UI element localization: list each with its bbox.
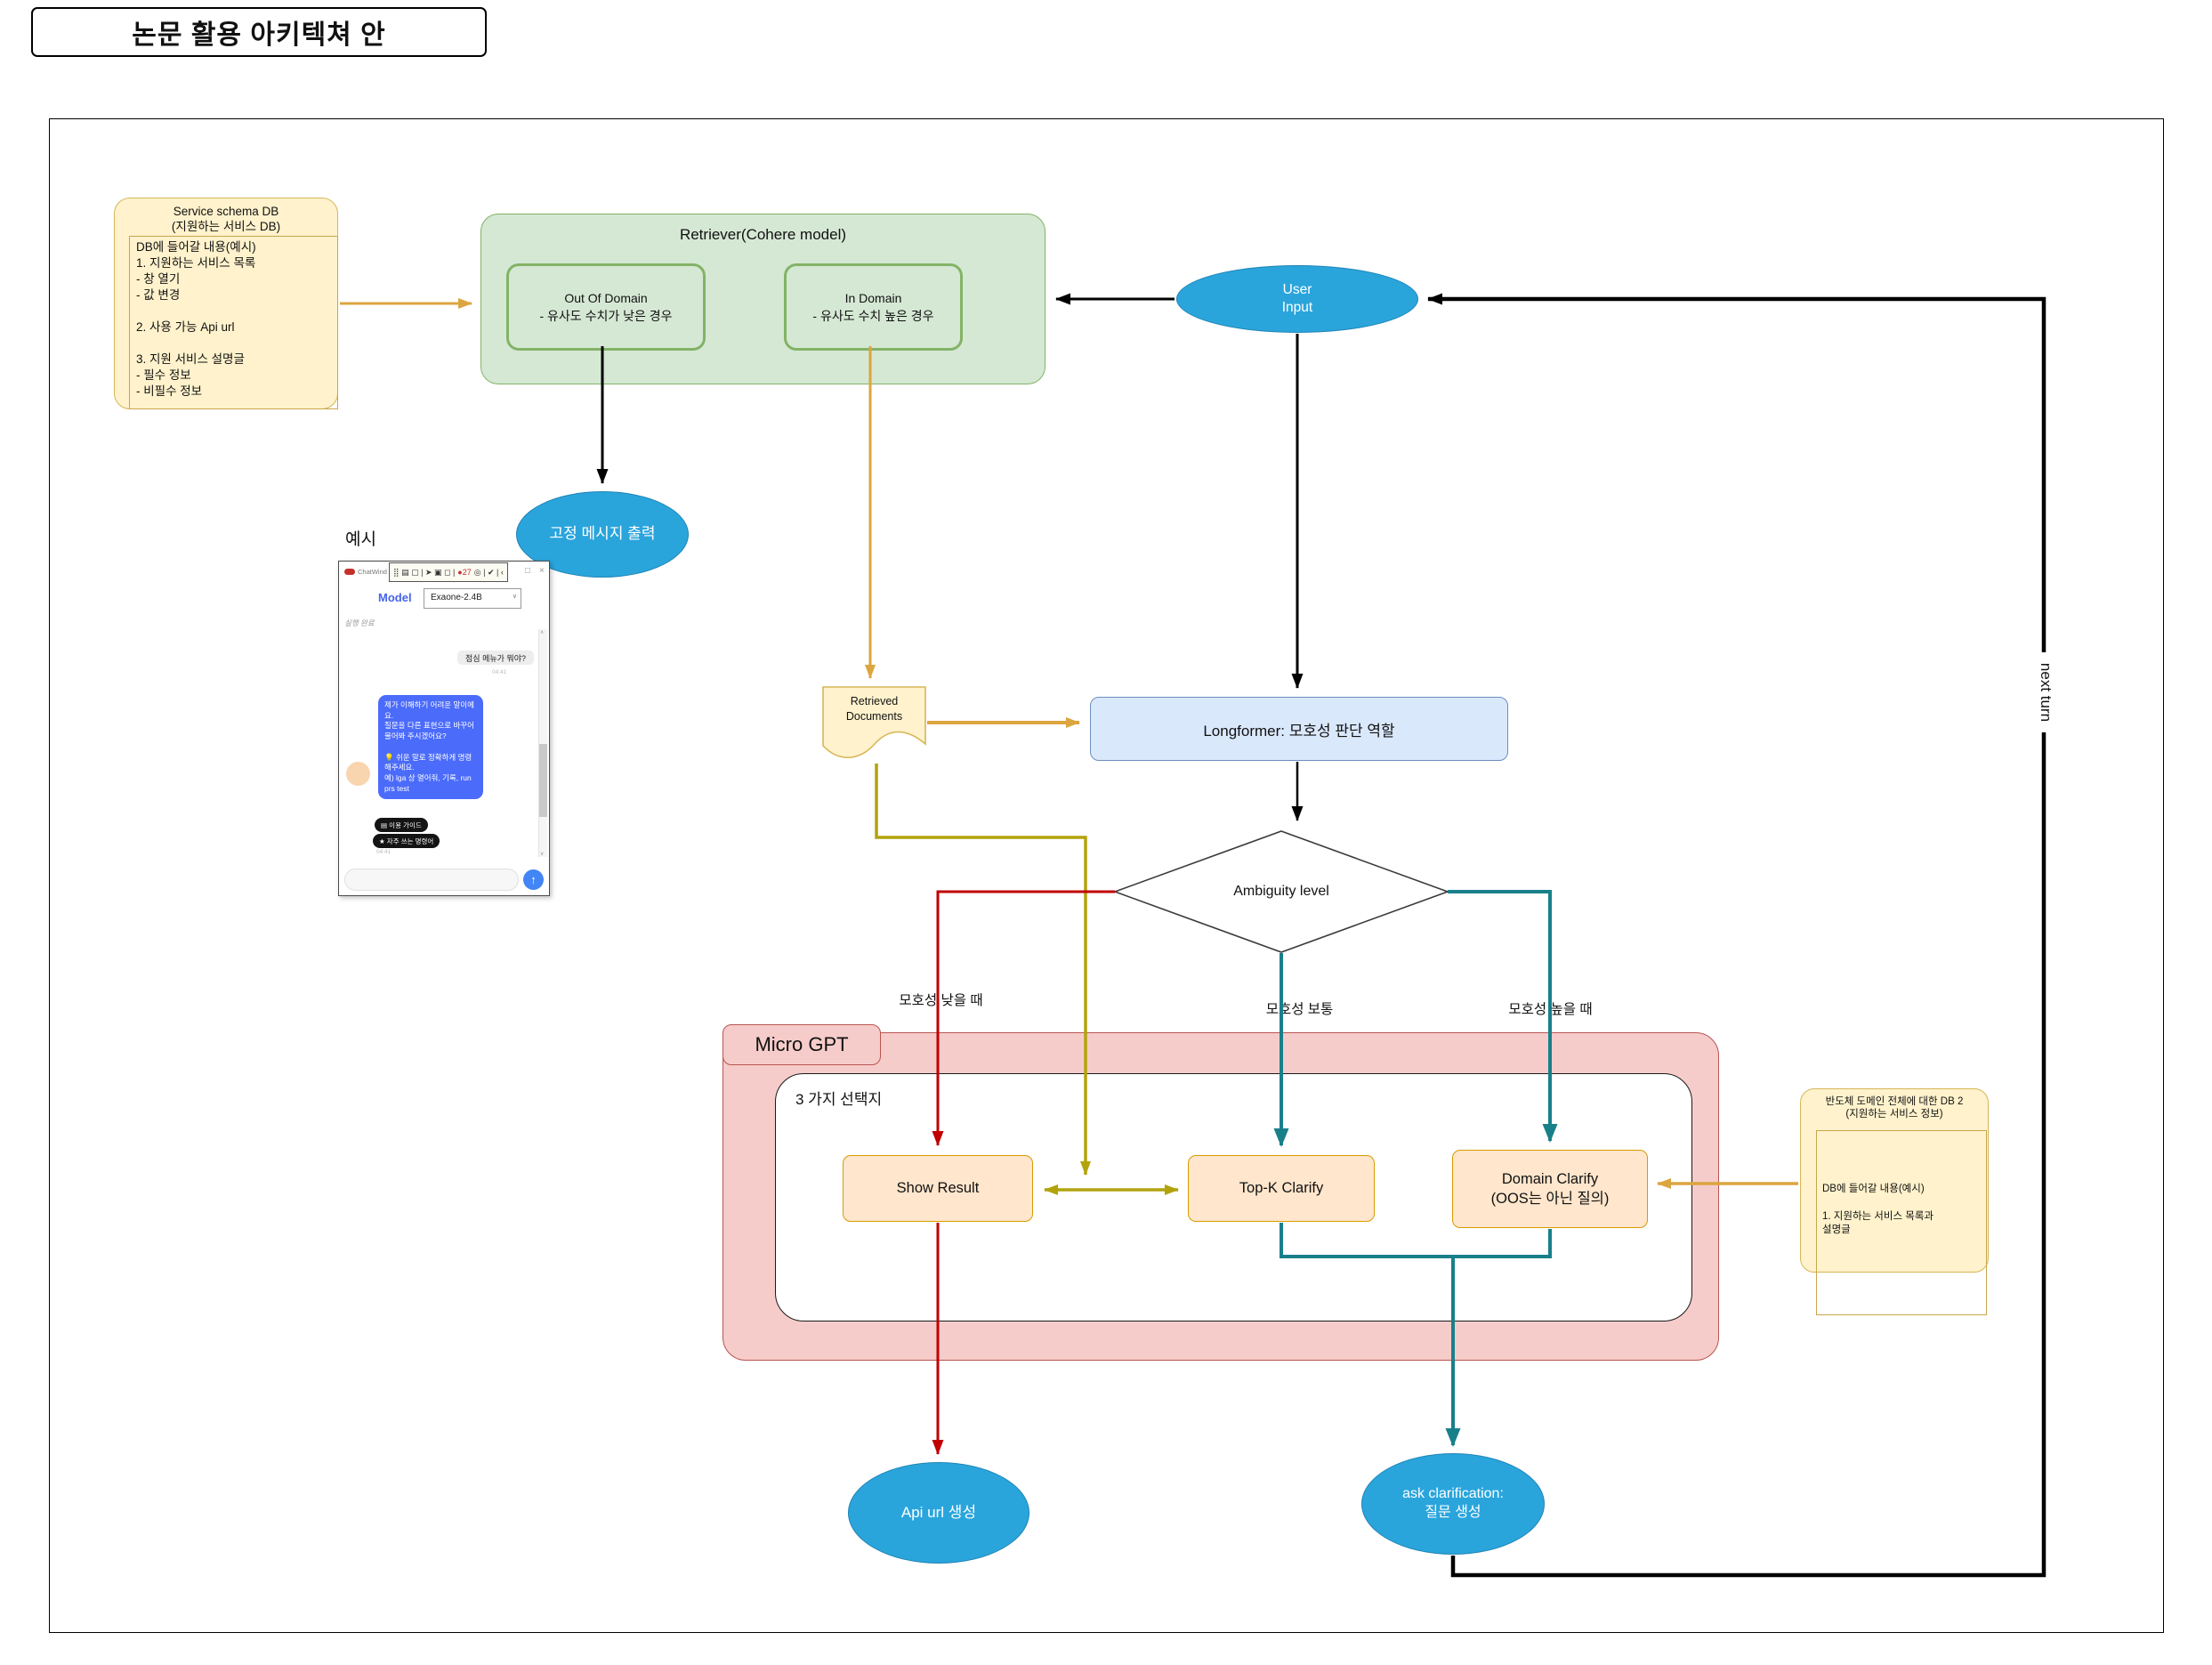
retriever-node: Retriever(Cohere model) Out Of Domain - …	[480, 214, 1045, 384]
db2-title: 반도체 도메인 전체에 대한 DB 2 (지원하는 서비스 정보)	[1825, 1096, 1964, 1120]
show-result-node: Show Result	[843, 1155, 1033, 1222]
chat-scrollbar[interactable]: ∧ ∨	[538, 629, 547, 857]
model-dropdown-value: Exaone-2.4B	[431, 593, 482, 602]
api-url-node: Api url 생성	[848, 1462, 1029, 1564]
chat-message-input[interactable]	[344, 869, 519, 891]
chat-send-button[interactable]: ↑	[523, 869, 544, 890]
model-dropdown[interactable]: Exaone-2.4B ∨	[424, 588, 521, 609]
micro-gpt-label: Micro GPT	[723, 1024, 881, 1065]
page-title: 논문 활용 아키텍쳐 안	[31, 7, 487, 57]
service-schema-db-title: Service schema DB (지원하는 서비스 DB)	[171, 205, 281, 233]
longformer-node: Longformer: 모호성 판단 역할	[1090, 697, 1508, 761]
retrieved-documents-shape	[822, 686, 926, 758]
example-label: 예시	[345, 530, 376, 549]
chat-chip-commands[interactable]: ★ 자주 쓰는 명령어	[373, 834, 440, 848]
ask-clarification-node: ask clarification: 질문 생성	[1361, 1453, 1545, 1555]
db2-node: 반도체 도메인 전체에 대한 DB 2 (지원하는 서비스 정보) DB에 들어…	[1800, 1088, 1989, 1315]
chat-floating-toolbar: ⣿ ▤ ▢ | ➤ ▣ ◻ | ●27 ◎ | ✔ | ‹	[389, 562, 508, 582]
db2-content: DB에 들어갈 내용(예시) 1. 지원하는 서비스 목록과 설명글	[1816, 1130, 1987, 1315]
chat-close-button[interactable]: ×	[539, 566, 545, 576]
fixed-message-output-node: 고정 메시지 출력	[516, 491, 689, 578]
bot-chat-bubble: 제가 이해하기 어려운 말이에요. 질문을 다른 표현으로 바꾸어 물어봐 주시…	[378, 695, 483, 800]
user-chat-bubble: 점심 메뉴가 뭐야?	[457, 651, 534, 665]
chat-title-bar: ChatWind ⣿ ▤ ▢ | ➤ ▣ ◻ | ●27 ◎ | ✔ | ‹ □…	[339, 562, 549, 582]
three-options-label: 3 가지 선택지	[795, 1091, 883, 1108]
bot-message-timestamp: 04:41	[376, 849, 392, 855]
retriever-title: Retriever(Cohere model)	[679, 226, 847, 243]
in-domain-node: In Domain - 유사도 수치 높은 경우	[784, 263, 963, 351]
service-schema-db-node: Service schema DB (지원하는 서비스 DB) DB에 들어갈 …	[114, 198, 338, 409]
chat-minimize-button[interactable]: □	[525, 566, 531, 576]
chevron-down-icon: ∨	[512, 594, 517, 600]
toolbar-record-counter: ●27	[457, 568, 472, 577]
model-label: Model	[378, 591, 412, 604]
ambiguity-low-label: 모호성 낮을 때	[899, 993, 983, 1008]
user-message-timestamp: 04:41	[492, 669, 507, 675]
chat-chip-guide[interactable]: ▤ 이용 가이드	[375, 818, 428, 832]
scroll-up-icon[interactable]: ∧	[540, 630, 545, 635]
scroll-down-icon[interactable]: ∨	[540, 852, 545, 857]
ambiguity-level-label: Ambiguity level	[1233, 884, 1329, 899]
chat-app-icon	[344, 569, 355, 575]
chat-window-example: ChatWind ⣿ ▤ ▢ | ➤ ▣ ◻ | ●27 ◎ | ✔ | ‹ □…	[338, 561, 550, 896]
ambiguity-mid-label: 모호성 보통	[1265, 1002, 1334, 1017]
chat-status-text: 실행 완료	[344, 618, 375, 627]
ambiguity-diamond-shape	[1112, 830, 1450, 953]
next-turn-label: next turn	[2035, 652, 2056, 732]
bot-avatar	[346, 762, 370, 786]
topk-clarify-node: Top-K Clarify	[1188, 1155, 1375, 1222]
page-title-text: 논문 활용 아키텍쳐 안	[132, 20, 386, 50]
domain-clarify-node: Domain Clarify (OOS는 아닌 질의)	[1452, 1150, 1648, 1228]
retrieved-documents-label: Retrieved Documents	[845, 695, 903, 723]
out-of-domain-node: Out Of Domain - 유사도 수치가 낮은 경우	[506, 263, 706, 351]
toolbar-capture-icons[interactable]: ⣿ ▤ ▢ | ➤ ▣ ◻ |	[393, 567, 456, 577]
user-input-node: User Input	[1176, 265, 1418, 333]
chat-window-title: ChatWind	[358, 568, 387, 576]
chat-scrollbar-thumb[interactable]	[539, 744, 547, 817]
service-schema-db-content: DB에 들어갈 내용(예시) 1. 지원하는 서비스 목록 - 창 열기 - 값…	[129, 236, 338, 409]
toolbar-misc-icons[interactable]: ◎ | ✔ | ‹	[473, 567, 504, 577]
diagram-border	[49, 118, 2164, 1633]
send-arrow-icon: ↑	[530, 873, 537, 886]
ambiguity-high-label: 모호성 높을 때	[1508, 1002, 1593, 1017]
